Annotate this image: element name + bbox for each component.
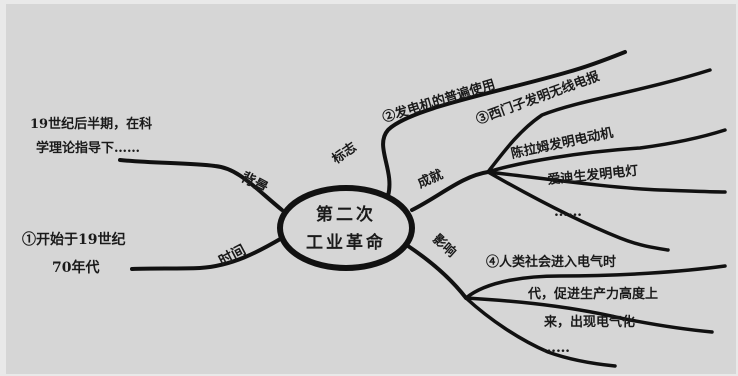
time-text-line2: 70年代 bbox=[52, 259, 99, 276]
impact-branch-3 bbox=[464, 296, 617, 368]
branch-label-background: 背景 bbox=[238, 169, 271, 197]
achievement-branch-3 bbox=[486, 170, 727, 194]
branch-time-line bbox=[130, 236, 284, 271]
central-node-line1: 第二次 bbox=[316, 204, 376, 225]
branch-sign-line bbox=[381, 50, 627, 198]
time-text-line1: ①开始于19世纪 bbox=[22, 231, 125, 248]
background-text-line1: 19世纪后半期，在科 bbox=[30, 116, 152, 132]
impact-text-line2: 代，促进生产力高度上 bbox=[527, 286, 658, 302]
branch-label-sign: 标志 bbox=[328, 139, 359, 168]
branch-achievements-trunk bbox=[410, 170, 490, 212]
branch-label-impact: 影响 bbox=[429, 231, 459, 260]
branch-impact-trunk bbox=[406, 244, 468, 300]
impact-text-line1: ④人类社会进入电气时 bbox=[486, 254, 616, 270]
achievement-branch-2 bbox=[486, 128, 727, 174]
achievement-branch-4 bbox=[486, 170, 670, 252]
impact-branch-2 bbox=[464, 296, 714, 334]
background-text-line2: 学理论指导下…… bbox=[36, 140, 140, 156]
impact-branch-1 bbox=[464, 264, 727, 300]
branch-label-time: 时间 bbox=[216, 241, 249, 269]
impact-text-line3: 来，出现电气化 bbox=[543, 314, 635, 330]
branch-label-achievements: 成就 bbox=[415, 166, 445, 191]
branch-background-line bbox=[118, 158, 284, 212]
central-node-line2: 工业革命 bbox=[306, 232, 386, 253]
achievement-item-4: …… bbox=[554, 204, 582, 220]
achievement-branch-1 bbox=[486, 68, 712, 174]
impact-text-line4: …… bbox=[542, 340, 570, 356]
central-node-outline bbox=[277, 185, 415, 271]
